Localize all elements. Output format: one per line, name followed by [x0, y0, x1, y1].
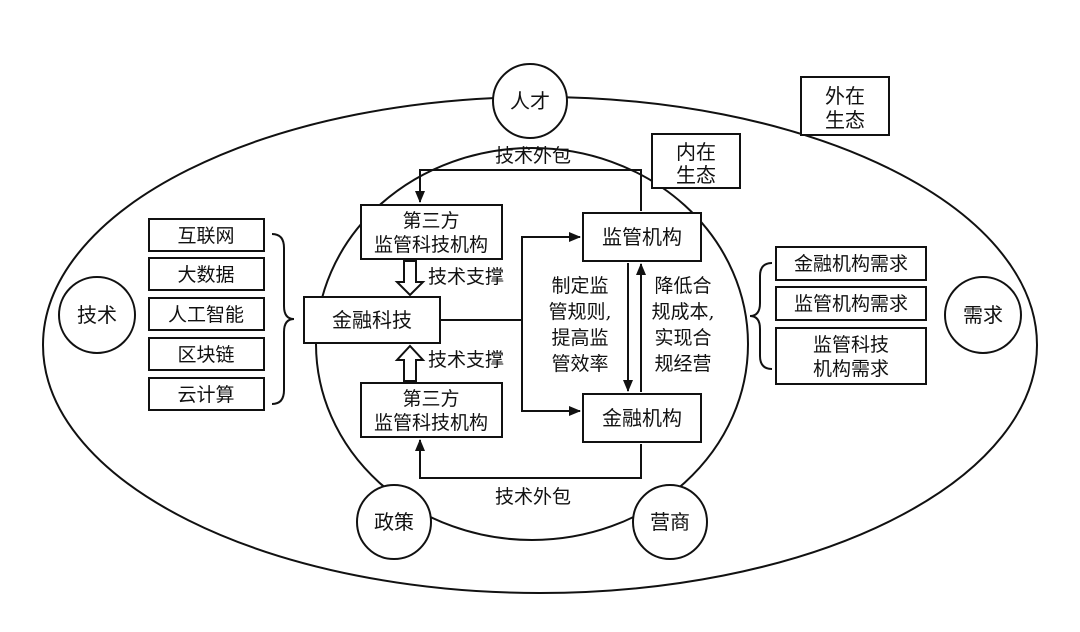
tech-item-label: 人工智能	[168, 304, 244, 326]
tech-item: 区块链	[148, 337, 265, 371]
inner-ecosystem-label-line2: 生态	[676, 163, 716, 187]
fi-to-regulator-text: 降低合 规成本, 实现合 规经营	[651, 275, 714, 375]
demand-item-label-line1: 监管科技	[813, 334, 889, 356]
outsourcing-bottom-label: 技术外包	[495, 486, 571, 508]
demand-brace	[749, 262, 773, 370]
third-party-bottom-line1: 第三方	[402, 388, 459, 410]
financial-institution-box: 金融机构	[582, 393, 702, 443]
tech-support-arrow-top	[394, 260, 426, 297]
demand-item-label: 金融机构需求	[794, 253, 908, 275]
third-party-top-line1: 第三方	[402, 210, 459, 232]
fintech-center-label: 金融科技	[332, 308, 412, 332]
regulator-to-fi-line: 提高监	[551, 327, 608, 349]
tech-item: 大数据	[148, 257, 265, 291]
outer-ecosystem-label-box: 外在 生态	[800, 76, 890, 136]
demand-node: 需求	[944, 276, 1022, 354]
tech-brace	[271, 233, 295, 405]
demand-item-label-line2: 机构需求	[813, 358, 889, 380]
business-node: 营商	[632, 484, 708, 560]
tech-item-label: 区块链	[177, 344, 234, 366]
tech-support-top-label: 技术支撑	[428, 266, 504, 288]
policy-label: 政策	[374, 510, 414, 534]
tech-item: 云计算	[148, 377, 265, 411]
tech-item-label: 大数据	[177, 264, 234, 286]
regulator-to-fi-line: 管效率	[551, 353, 608, 375]
demand-item-label: 监管机构需求	[794, 293, 908, 315]
technology-label: 技术	[77, 303, 117, 327]
fi-to-regulator-line: 规经营	[654, 353, 711, 375]
tech-item: 互联网	[148, 218, 265, 252]
financial-institution-label: 金融机构	[602, 406, 682, 430]
demand-item: 金融机构需求	[775, 246, 927, 281]
third-party-regtech-bottom: 第三方 监管科技机构	[360, 382, 503, 438]
demand-item: 监管机构需求	[775, 286, 927, 321]
tech-item-label: 互联网	[177, 225, 234, 247]
outsourcing-arrow-top	[415, 169, 642, 211]
talent-label: 人才	[510, 89, 550, 113]
regulator-to-fi-text: 制定监 管规则, 提高监 管效率	[548, 275, 611, 375]
fintech-to-financial-institution-arrow	[521, 320, 581, 416]
third-party-top-line2: 监管科技机构	[374, 234, 488, 256]
tech-item-label: 云计算	[177, 384, 234, 406]
fintech-to-regulator-arrow	[521, 232, 581, 320]
regulator-to-fi-line: 管规则,	[548, 301, 611, 323]
tech-support-bottom-label: 技术支撑	[428, 349, 504, 371]
fi-to-regulator-line: 降低合	[654, 275, 711, 297]
tech-item: 人工智能	[148, 297, 265, 331]
regulator-box: 监管机构	[582, 212, 702, 262]
outsourcing-arrow-bottom	[415, 439, 642, 479]
fintech-center-box: 金融科技	[303, 296, 441, 344]
technology-node: 技术	[58, 276, 136, 354]
policy-node: 政策	[356, 484, 432, 560]
talent-node: 人才	[492, 63, 568, 139]
regulator-label: 监管机构	[602, 225, 682, 249]
fi-to-regulator-line: 实现合	[654, 327, 711, 349]
regulator-to-fi-line: 制定监	[551, 275, 608, 297]
demand-item: 监管科技 机构需求	[775, 327, 927, 385]
outer-ecosystem-label-line2: 生态	[825, 108, 865, 132]
third-party-bottom-line2: 监管科技机构	[374, 412, 488, 434]
fi-to-regulator-line: 规成本,	[651, 301, 714, 323]
tech-support-arrow-bottom	[394, 344, 426, 382]
inner-ecosystem-label-box: 内在 生态	[651, 133, 741, 189]
outsourcing-top-label: 技术外包	[495, 145, 571, 167]
business-label: 营商	[650, 510, 690, 534]
inner-ecosystem-label-line1: 内在	[676, 140, 716, 164]
demand-label: 需求	[963, 303, 1003, 327]
outer-ecosystem-label-line1: 外在	[825, 84, 865, 108]
third-party-regtech-top: 第三方 监管科技机构	[360, 204, 503, 260]
